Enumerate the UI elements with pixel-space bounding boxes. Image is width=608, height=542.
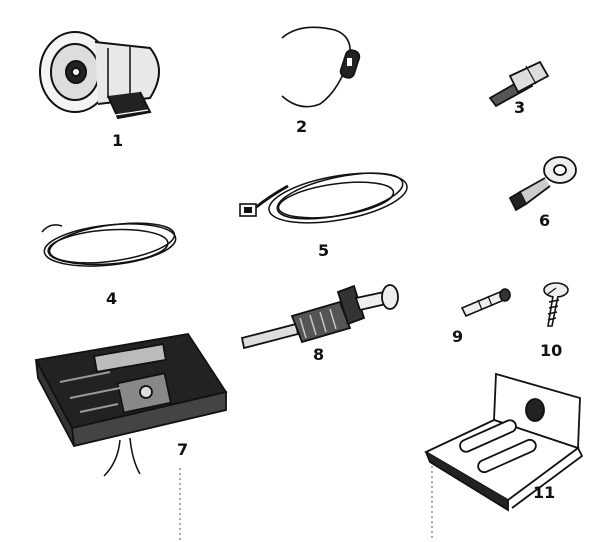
- spade-connector-illustration: [488, 60, 550, 108]
- bullet-connector-illustration: [460, 288, 511, 318]
- part-label-9: 9: [452, 327, 463, 346]
- part-label-4: 4: [106, 289, 117, 308]
- wire-coil-illustration: [41, 222, 177, 267]
- part-label-8: 8: [313, 345, 324, 364]
- part-label-10: 10: [540, 341, 562, 360]
- part-label-6: 6: [539, 211, 550, 230]
- mounting-bracket-illustration: [424, 372, 584, 512]
- part-label-7: 7: [177, 440, 188, 459]
- fuse-wire-illustration: [281, 26, 361, 108]
- ring-terminal-illustration: [508, 156, 577, 212]
- part-label-2: 2: [296, 117, 307, 136]
- push-switch-illustration: [240, 284, 399, 350]
- wiring-harness-illustration: [239, 172, 408, 224]
- relay-unit-illustration: [34, 333, 228, 477]
- horn-illustration: [39, 31, 160, 120]
- screw-illustration: [543, 282, 569, 327]
- part-label-1: 1: [112, 131, 123, 150]
- part-label-3: 3: [514, 98, 525, 117]
- part-label-11: 11: [533, 483, 555, 502]
- part-label-5: 5: [318, 241, 329, 260]
